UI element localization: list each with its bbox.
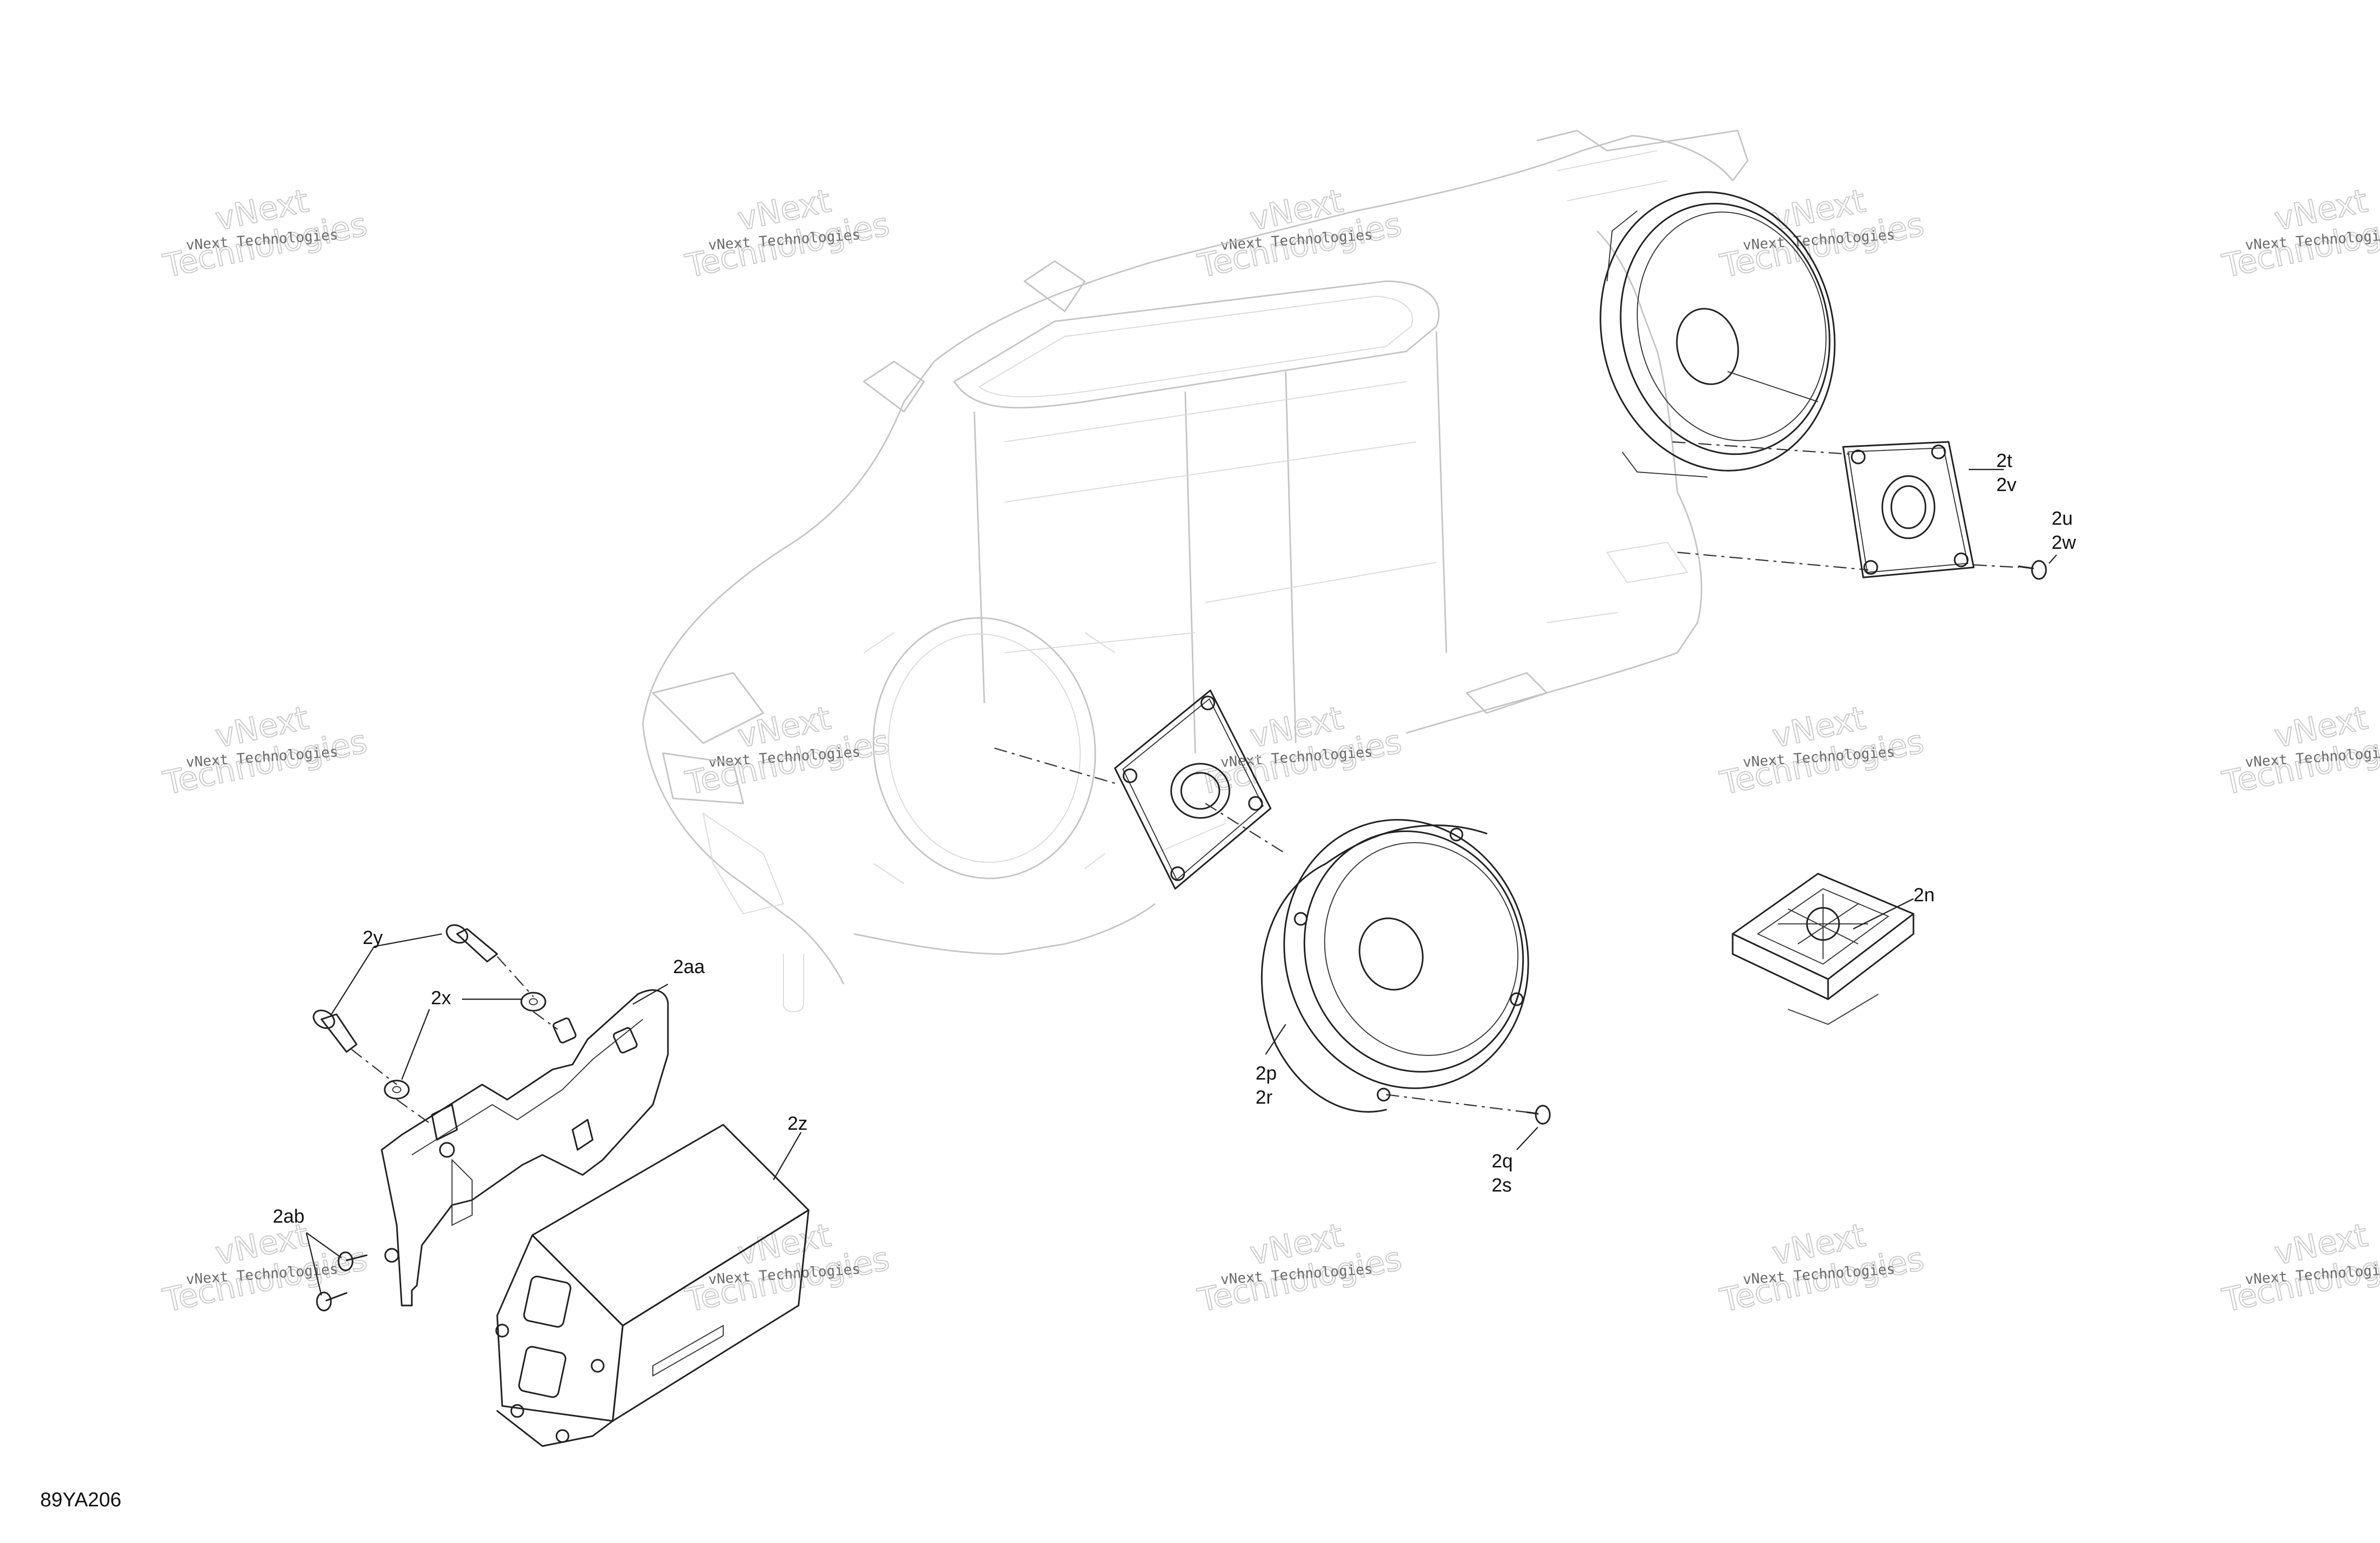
- callout-2r: 2r: [1256, 1087, 1273, 1108]
- watermark: Technologies vNext vNext Technologies: [1717, 699, 1928, 803]
- fastener-bolt-2y-lower: [312, 1009, 358, 1053]
- callout-labels: 2t 2v 2u 2w 2n 2p 2r 2q 2s 2y 2x 2aa 2z …: [273, 450, 2076, 1227]
- callout-2ab: 2ab: [273, 1206, 304, 1227]
- amplifier-module: [495, 1124, 810, 1447]
- watermark: Technologies vNext vNext Technologies: [1194, 1216, 1406, 1320]
- watermark: Technologies vNext vNext Technologies: [1717, 182, 1928, 286]
- callout-2z: 2z: [787, 1113, 808, 1134]
- watermark: Technologies vNext vNext Technologies: [1194, 699, 1406, 803]
- tweeter-plate-center: [1114, 689, 1272, 890]
- callout-2x: 2x: [431, 988, 451, 1009]
- right-upper-speaker: [1600, 191, 1836, 478]
- fastener-bolt-2y-upper: [445, 924, 498, 963]
- watermark: Technologies vNext vNext Technologies: [682, 699, 893, 803]
- amplifier-bracket: [381, 989, 669, 1307]
- fastener-screw-2ab-lower: [316, 1291, 348, 1312]
- callout-2aa: 2aa: [673, 957, 705, 978]
- watermark: Technologies vNext vNext Technologies: [1194, 182, 1406, 286]
- watermark-layer: Technologies vNext vNext Technologies Te…: [160, 182, 2380, 1320]
- watermark: Technologies vNext vNext Technologies: [160, 699, 371, 803]
- watermark: Technologies vNext vNext Technologies: [2219, 1216, 2380, 1320]
- callout-2u: 2u: [2052, 508, 2073, 529]
- alignment-lines: [351, 441, 2019, 1125]
- watermark: Technologies vNext vNext Technologies: [2219, 182, 2380, 286]
- leader-lines: [305, 468, 2057, 1296]
- callout-2y: 2y: [363, 927, 383, 948]
- callout-2q: 2q: [1492, 1151, 1513, 1172]
- callout-2w: 2w: [2052, 532, 2076, 553]
- callout-2t: 2t: [1996, 450, 2012, 471]
- washer-2x-lower: [384, 1080, 410, 1100]
- fastener-screw-2ab-upper: [337, 1251, 368, 1271]
- figure-id: 89YA206: [40, 1489, 122, 1511]
- watermark: Technologies vNext vNext Technologies: [160, 182, 371, 286]
- center-speaker: [1261, 819, 1529, 1113]
- callout-2s: 2s: [1492, 1175, 1512, 1196]
- watermark: Technologies vNext vNext Technologies: [2219, 699, 2380, 803]
- tweeter-plate-right: [1842, 441, 1975, 578]
- watermark: Technologies vNext vNext Technologies: [1717, 1216, 1928, 1320]
- callout-2p: 2p: [1256, 1063, 1277, 1084]
- control-panel: [1732, 873, 1914, 1025]
- watermark: Technologies vNext vNext Technologies: [160, 1216, 371, 1320]
- watermark: Technologies vNext vNext Technologies: [682, 182, 893, 286]
- fairing-frame: [642, 130, 1749, 1012]
- screw-center: [1526, 1105, 1551, 1125]
- screw-right-upper: [2018, 560, 2047, 580]
- callout-2n: 2n: [1913, 885, 1935, 906]
- callout-2v: 2v: [1996, 474, 2016, 496]
- washer-2x-upper: [520, 992, 546, 1012]
